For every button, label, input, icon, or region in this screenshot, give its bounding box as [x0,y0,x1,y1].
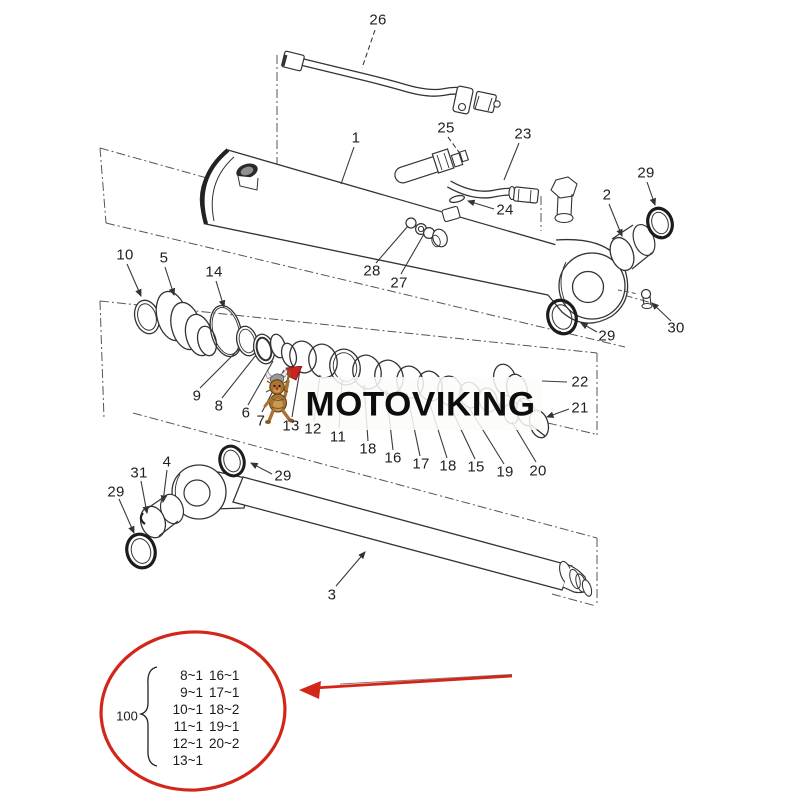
part-1-barrel-eye [547,238,629,324]
part-label-26: 26 [369,11,387,29]
qty-cell: 17~1 [209,685,240,700]
part-label-12: 12 [304,420,322,438]
part-label-4: 4 [162,453,172,471]
part-31-clip [139,512,146,525]
qty-cell: 19~1 [209,719,240,734]
part-26-tube [281,50,501,115]
qty-cell: 16~1 [209,668,240,683]
part-30-grease-fitting [617,288,653,309]
qty-cell: 8~1 [180,668,203,683]
part-label-18b: 18 [439,457,457,475]
qty-cell: 13~1 [172,753,203,768]
qty-cell: 10~1 [172,702,203,717]
part-label-29d: 29 [274,467,292,485]
part-label-10: 10 [116,246,134,264]
red-arrow [299,674,513,699]
group-label-100: 100 [116,708,138,724]
qty-cell: 18~2 [209,702,240,717]
part-label-21: 21 [571,399,589,417]
part-label-24: 24 [496,201,514,219]
part-label-8: 8 [214,397,224,415]
qty-cell: 20~2 [209,736,240,751]
part-label-11: 11 [329,428,347,446]
part-3-piston-rod-assembly [171,464,593,597]
part-label-3: 3 [327,586,337,604]
part-29-ring-rod-left [125,532,157,570]
viking-lion-axe-icon [263,366,303,424]
part-label-13: 13 [282,417,300,435]
part-label-30: 30 [667,319,685,337]
part-27-rings [415,223,448,248]
part-eye-port-fitting [550,176,578,224]
part-label-25: 25 [437,119,455,137]
part-23-tube [447,180,540,204]
part-label-23: 23 [514,125,532,143]
part-label-31: 31 [130,464,148,482]
part-label-27: 27 [390,274,408,292]
part-29-ring-rod-top [218,444,246,478]
part-label-14: 14 [205,263,223,281]
part-label-29c: 29 [107,483,125,501]
part-label-29a: 29 [637,164,655,182]
part-label-20: 20 [529,462,547,480]
quantity-callout-graphics [99,630,513,792]
part-label-18a: 18 [359,440,377,458]
part-29-ring-barrel-bottom [546,298,578,336]
part-label-15: 15 [467,458,485,476]
part-1-cylinder-barrel [199,148,567,296]
part-label-19: 19 [496,463,514,481]
part-label-22: 22 [571,373,589,391]
watermark-logo-plate: MOTOVIKING [301,377,541,430]
part-label-6: 6 [241,404,251,422]
part-label-17: 17 [412,455,430,473]
part-label-2: 2 [602,186,612,204]
qty-cell: 11~1 [173,719,203,734]
part-label-5: 5 [159,249,169,267]
part-label-1: 1 [351,129,361,147]
part-24-washer [441,194,465,223]
watermark-logo-text: MOTOVIKING [305,383,537,423]
part-label-9: 9 [192,387,202,405]
part-label-16: 16 [384,449,402,467]
part-label-29b: 29 [598,327,616,345]
qty-cell: 12~1 [172,736,203,751]
red-highlight-ellipse [99,630,287,792]
qty-cell: 9~1 [180,685,203,700]
group-brace [138,666,158,767]
part-label-7: 7 [256,412,266,430]
part-29-ring-top-right [646,206,674,240]
part-label-28: 28 [363,262,381,280]
part-28-plug [405,217,417,229]
part-25-valve [394,148,470,184]
